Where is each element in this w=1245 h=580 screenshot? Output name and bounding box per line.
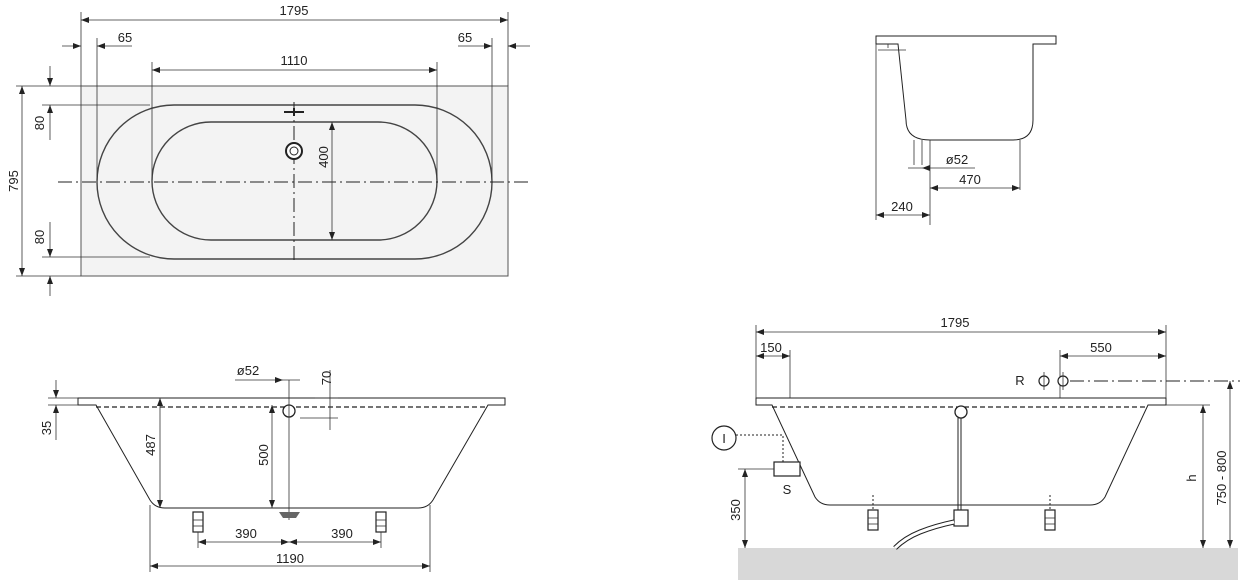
install-overflow-icon [954, 405, 968, 419]
dim-end-drain-diameter: ø52 [946, 152, 968, 167]
dim-top-offset: 80 [32, 116, 47, 130]
end-section-outline [875, 35, 1057, 141]
install-right-foot-icon [1044, 509, 1056, 531]
dim-overall-width: 795 [6, 170, 21, 192]
install-drain-fitting-icon [953, 509, 969, 527]
dim-install-height-label: h [1184, 474, 1199, 481]
left-foot-icon [192, 511, 204, 533]
valve-label: I [722, 431, 726, 446]
overflow-icon [284, 108, 304, 116]
dim-side-drain-diameter: ø52 [237, 363, 259, 378]
side-section-outline [77, 397, 506, 509]
dim-side-depth: 487 [143, 434, 158, 456]
install-tub-outline [755, 397, 1167, 506]
install-left-foot-icon [867, 509, 879, 531]
dim-overall-length: 1795 [280, 3, 309, 18]
dim-install-tap-spacing: 550 [1090, 340, 1112, 355]
dim-end-drain-offset: 240 [891, 199, 913, 214]
dim-right-rim: 65 [458, 30, 472, 45]
dim-side-feet-span: 1190 [276, 551, 304, 566]
dim-side-right-foot: 390 [331, 526, 353, 541]
drain-icon [285, 142, 303, 160]
right-foot-icon [375, 511, 387, 533]
dim-install-tap-offset: 150 [760, 340, 782, 355]
side-section-view: ø52 70 35 487 500 390 390 1190 [39, 363, 506, 572]
top-view: 1795 65 65 1110 795 80 80 [6, 3, 530, 296]
tap-label: R [1015, 373, 1024, 388]
dim-side-overflow-offset: 70 [319, 371, 334, 385]
dim-install-box-height: 350 [728, 499, 743, 521]
floor [738, 548, 1238, 580]
dim-bottom-offset: 80 [32, 230, 47, 244]
valve-icon [711, 425, 737, 451]
dim-left-rim: 65 [118, 30, 132, 45]
connection-box-label: S [783, 482, 792, 497]
connection-box-icon [773, 461, 801, 477]
dim-side-rim-height: 35 [39, 421, 54, 435]
dim-side-left-foot: 390 [235, 526, 257, 541]
dim-inner-length: 1110 [281, 53, 308, 68]
drain-outlet-icon [279, 512, 300, 518]
dim-install-overall-length: 1795 [941, 315, 970, 330]
end-section-view: ø52 470 240 [875, 35, 1057, 225]
waste-pipe-icon [893, 519, 955, 550]
dim-side-overflow-height: 500 [256, 444, 271, 466]
installation-view: 1795 150 550 R I [711, 315, 1240, 580]
dim-install-total-height: 750 - 800 [1214, 451, 1229, 506]
dim-end-bottom-width: 470 [959, 172, 981, 187]
dim-inner-width: 400 [316, 146, 331, 168]
drain-center-icon [289, 146, 299, 156]
